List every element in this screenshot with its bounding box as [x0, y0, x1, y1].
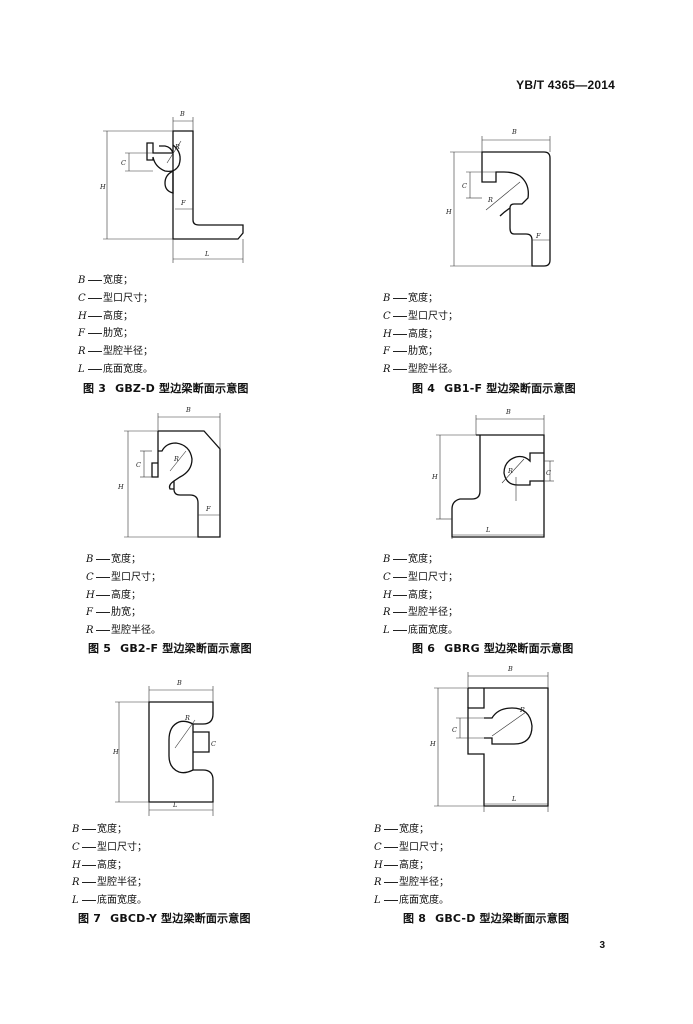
dim-label-h: H	[117, 483, 124, 491]
dim-label-c: C	[546, 469, 551, 477]
figure-7-drawing: B C H R L	[105, 676, 235, 816]
dim-label-r: R	[184, 714, 190, 722]
dim-label-c: C	[452, 726, 457, 734]
dim-label-r: R	[174, 143, 180, 151]
dim-label-r: R	[173, 455, 179, 463]
dim-label-b: B	[185, 406, 191, 414]
dim-label-c: C	[136, 461, 141, 469]
dim-label-h: H	[431, 473, 438, 481]
dim-label-c: C	[211, 740, 216, 748]
figure-8-drawing: B C H R L	[420, 665, 560, 816]
standard-code: YB/T 4365—2014	[516, 78, 615, 92]
dim-label-c: C	[462, 182, 467, 190]
figure-5-drawing: B C H F R	[108, 405, 238, 545]
dim-label-r: R	[507, 467, 513, 475]
dim-label-l: L	[511, 795, 516, 803]
dim-label-l: L	[485, 526, 490, 534]
dim-label-h: H	[112, 748, 119, 756]
dim-label-b: B	[179, 110, 185, 118]
figure-6-drawing: B C H R L	[420, 405, 560, 545]
dim-label-h: H	[429, 740, 436, 748]
dim-label-b: B	[505, 408, 511, 416]
page-number: 3	[599, 940, 605, 951]
dim-label-f: F	[535, 232, 541, 240]
dim-label-f: F	[205, 505, 211, 513]
dim-label-c: C	[121, 159, 126, 167]
figure-3-drawing: B C H F R L	[95, 105, 255, 275]
dim-label-h: H	[445, 208, 452, 216]
dim-label-l: L	[172, 801, 177, 809]
dim-label-h: H	[99, 183, 106, 191]
dim-label-f: F	[180, 199, 186, 207]
dim-label-b: B	[511, 128, 517, 136]
figure-4-drawing: B C H F R	[440, 122, 560, 272]
dim-label-r: R	[487, 196, 493, 204]
dim-label-l: L	[204, 250, 209, 258]
dim-label-b: B	[507, 665, 513, 673]
dim-label-b: B	[176, 679, 182, 687]
dim-label-r: R	[519, 706, 525, 714]
